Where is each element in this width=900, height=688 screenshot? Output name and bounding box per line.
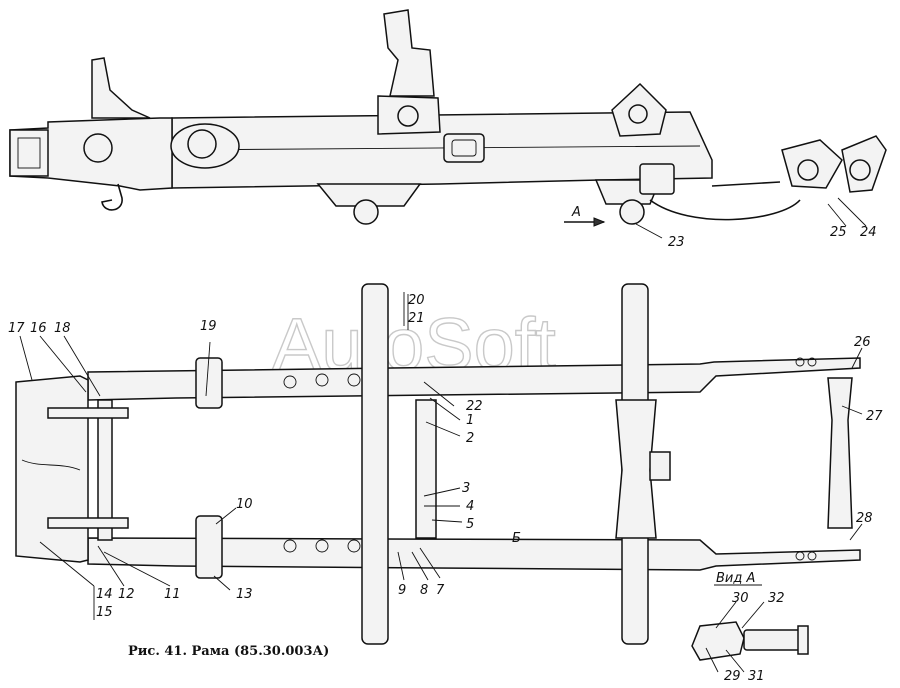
callout-3: 3 xyxy=(462,481,470,496)
callout-17: 17 xyxy=(8,321,25,336)
callout-28: 28 xyxy=(856,511,873,526)
callout-29: 29 xyxy=(724,669,741,684)
callout-23: 23 xyxy=(668,235,685,250)
callout-31: 31 xyxy=(748,669,765,684)
callout-19: 19 xyxy=(200,319,217,334)
callout-27: 27 xyxy=(866,409,883,424)
callout-1: 1 xyxy=(466,413,474,428)
figure-caption: Рис. 41. Рама (85.30.003А) xyxy=(128,644,329,659)
rail-bolts xyxy=(283,357,817,561)
callout-16: 16 xyxy=(30,321,47,336)
callout-30: 30 xyxy=(732,591,749,606)
callout-8: 8 xyxy=(420,583,428,598)
callout-32: 32 xyxy=(768,591,785,606)
callout-4: 4 xyxy=(466,499,474,514)
side-view: А xyxy=(9,9,887,227)
callout-22: 22 xyxy=(466,399,483,414)
arrow-a-label: А xyxy=(571,205,581,220)
callout-18: 18 xyxy=(54,321,71,336)
callout-24: 24 xyxy=(860,225,877,240)
callout-15: 15 xyxy=(96,605,113,620)
callout-5: 5 xyxy=(466,517,474,532)
callout-14: 14 xyxy=(96,587,113,602)
callout-25: 25 xyxy=(830,225,847,240)
callout-2: 2 xyxy=(466,431,474,446)
callout-20: 20 xyxy=(408,293,425,308)
view-a-label: Вид А xyxy=(716,571,755,586)
callout-11: 11 xyxy=(164,587,181,602)
section-b-label: Б xyxy=(512,531,521,546)
callout-10: 10 xyxy=(236,497,253,512)
callout-12: 12 xyxy=(118,587,135,602)
callout-labels: 1 2 3 4 5 7 8 9 10 11 12 13 14 15 16 17 … xyxy=(8,225,883,684)
callout-9: 9 xyxy=(398,583,406,598)
plan-view: Вид А Б xyxy=(15,283,861,661)
callout-21: 21 xyxy=(408,311,425,326)
callout-7: 7 xyxy=(436,583,445,598)
callout-26: 26 xyxy=(854,335,871,350)
callout-13: 13 xyxy=(236,587,253,602)
leader-lines xyxy=(19,197,867,673)
